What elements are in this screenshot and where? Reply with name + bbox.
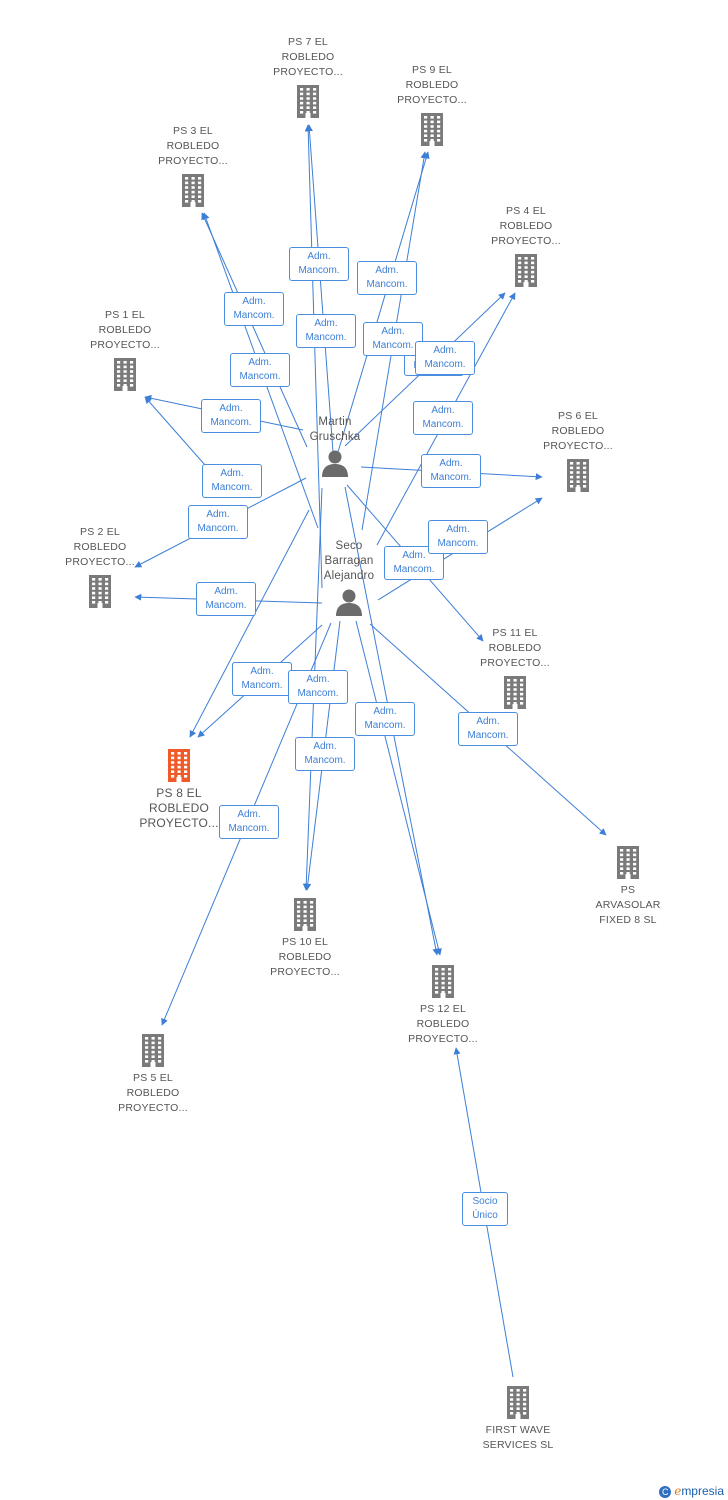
building-icon [388, 964, 498, 998]
relation-label-seco-ps2[interactable]: Adm. Mancom. [196, 582, 256, 616]
relation-label-martin-ps10[interactable]: Adm. Mancom. [296, 314, 356, 348]
building-icon [460, 675, 570, 709]
company-name[interactable]: PS 6 EL ROBLEDO PROYECTO... [543, 410, 613, 452]
company-name[interactable]: PS 10 EL ROBLEDO PROYECTO... [270, 936, 340, 978]
company-node-ps2[interactable]: PS 2 EL ROBLEDO PROYECTO... [45, 525, 155, 608]
company-name[interactable]: PS 11 EL ROBLEDO PROYECTO... [480, 627, 550, 669]
company-name[interactable]: PS 8 EL ROBLEDO PROYECTO... [139, 786, 219, 830]
company-name[interactable]: PS 4 EL ROBLEDO PROYECTO... [491, 205, 561, 247]
person-node-seco[interactable]: Seco Barragan Alejandro [304, 539, 394, 616]
edge-seco-ps12 [355, 620, 442, 956]
edge-martin-ps9 [337, 151, 430, 453]
company-node-ps12[interactable]: PS 12 EL ROBLEDO PROYECTO... [388, 964, 498, 1047]
building-icon [523, 458, 633, 492]
building-icon [377, 112, 487, 146]
relation-label-seco-ps7[interactable]: Adm. Mancom. [295, 737, 355, 771]
relation-label-martin-ps3[interactable]: Adm. Mancom. [224, 292, 284, 326]
building-icon [250, 897, 360, 931]
building-icon [471, 253, 581, 287]
company-node-ps1[interactable]: PS 1 EL ROBLEDO PROYECTO... [70, 308, 180, 391]
person-icon [304, 588, 394, 616]
company-node-ps8[interactable]: PS 8 EL ROBLEDO PROYECTO... [124, 748, 234, 831]
company-node-ps6[interactable]: PS 6 EL ROBLEDO PROYECTO... [523, 409, 633, 492]
relation-label-martin-ps12[interactable]: Adm. Mancom. [363, 322, 423, 356]
relation-label-martin-ps6[interactable]: Adm. Mancom. [421, 454, 481, 488]
copyright-icon: C [659, 1486, 672, 1498]
company-node-ps4[interactable]: PS 4 EL ROBLEDO PROYECTO... [471, 204, 581, 287]
company-node-ps10[interactable]: PS 10 EL ROBLEDO PROYECTO... [250, 897, 360, 980]
relation-label-martin-ps2[interactable]: Adm. Mancom. [188, 505, 248, 539]
company-name[interactable]: PS ARVASOLAR FIXED 8 SL [595, 884, 661, 926]
relation-label-martin-ps9[interactable]: Adm. Mancom. [357, 261, 417, 295]
relation-label-seco-ps12[interactable]: Adm. Mancom. [355, 702, 415, 736]
company-name[interactable]: FIRST WAVE SERVICES SL [482, 1424, 554, 1451]
building-icon [98, 1033, 208, 1067]
relation-label-seco-ps8[interactable]: Adm. Mancom. [232, 662, 292, 696]
company-name[interactable]: PS 12 EL ROBLEDO PROYECTO... [408, 1003, 478, 1045]
relation-label-seco-ps5[interactable]: Adm. Mancom. [219, 805, 279, 839]
company-name[interactable]: PS 1 EL ROBLEDO PROYECTO... [90, 309, 160, 351]
building-icon [138, 173, 248, 207]
building-icon [253, 84, 363, 118]
relation-label-seco-ps4[interactable]: Adm. Mancom. [415, 341, 475, 375]
company-node-psarva[interactable]: PS ARVASOLAR FIXED 8 SL [573, 845, 683, 928]
building-icon [573, 845, 683, 879]
company-name[interactable]: PS 9 EL ROBLEDO PROYECTO... [397, 64, 467, 106]
company-node-ps11[interactable]: PS 11 EL ROBLEDO PROYECTO... [460, 626, 570, 709]
edge-martin-ps8 [189, 509, 310, 738]
relation-label-seco-ps9[interactable]: Adm. Mancom. [413, 401, 473, 435]
company-node-firstwave[interactable]: FIRST WAVE SERVICES SL [463, 1385, 573, 1453]
building-icon [463, 1385, 573, 1419]
relation-label-martin-ps7[interactable]: Adm. Mancom. [289, 247, 349, 281]
person-name[interactable]: Martin Gruschka [309, 416, 361, 443]
person-node-martin[interactable]: Martin Gruschka [290, 415, 380, 477]
edge-seco-ps7 [304, 124, 323, 589]
relation-label-seco-ps10[interactable]: Adm. Mancom. [288, 670, 348, 704]
company-name[interactable]: PS 7 EL ROBLEDO PROYECTO... [273, 36, 343, 78]
relation-label-seco-psarva[interactable]: Adm. Mancom. [458, 712, 518, 746]
person-name[interactable]: Seco Barragan Alejandro [323, 540, 375, 582]
relation-label-seco-ps1[interactable]: Adm. Mancom. [202, 464, 262, 498]
company-name[interactable]: PS 3 EL ROBLEDO PROYECTO... [158, 125, 228, 167]
relation-label-seco-ps3[interactable]: Adm. Mancom. [230, 353, 290, 387]
edge-martin-ps3 [201, 212, 308, 448]
company-node-ps5[interactable]: PS 5 EL ROBLEDO PROYECTO... [98, 1033, 208, 1116]
relation-label-martin-ps1[interactable]: Adm. Mancom. [201, 399, 261, 433]
relation-label-firstwave-ps12[interactable]: Socio Único [462, 1192, 508, 1226]
building-icon [124, 748, 234, 782]
company-name[interactable]: PS 2 EL ROBLEDO PROYECTO... [65, 526, 135, 568]
company-node-ps9[interactable]: PS 9 EL ROBLEDO PROYECTO... [377, 63, 487, 146]
relation-label-seco-ps6[interactable]: Adm. Mancom. [428, 520, 488, 554]
building-icon [45, 574, 155, 608]
company-node-ps7[interactable]: PS 7 EL ROBLEDO PROYECTO... [253, 35, 363, 118]
edge-seco-ps1 [144, 396, 206, 466]
person-icon [290, 449, 380, 477]
company-node-ps3[interactable]: PS 3 EL ROBLEDO PROYECTO... [138, 124, 248, 207]
company-name[interactable]: PS 5 EL ROBLEDO PROYECTO... [118, 1072, 188, 1114]
building-icon [70, 357, 180, 391]
edge-martin-ps7 [305, 124, 334, 453]
